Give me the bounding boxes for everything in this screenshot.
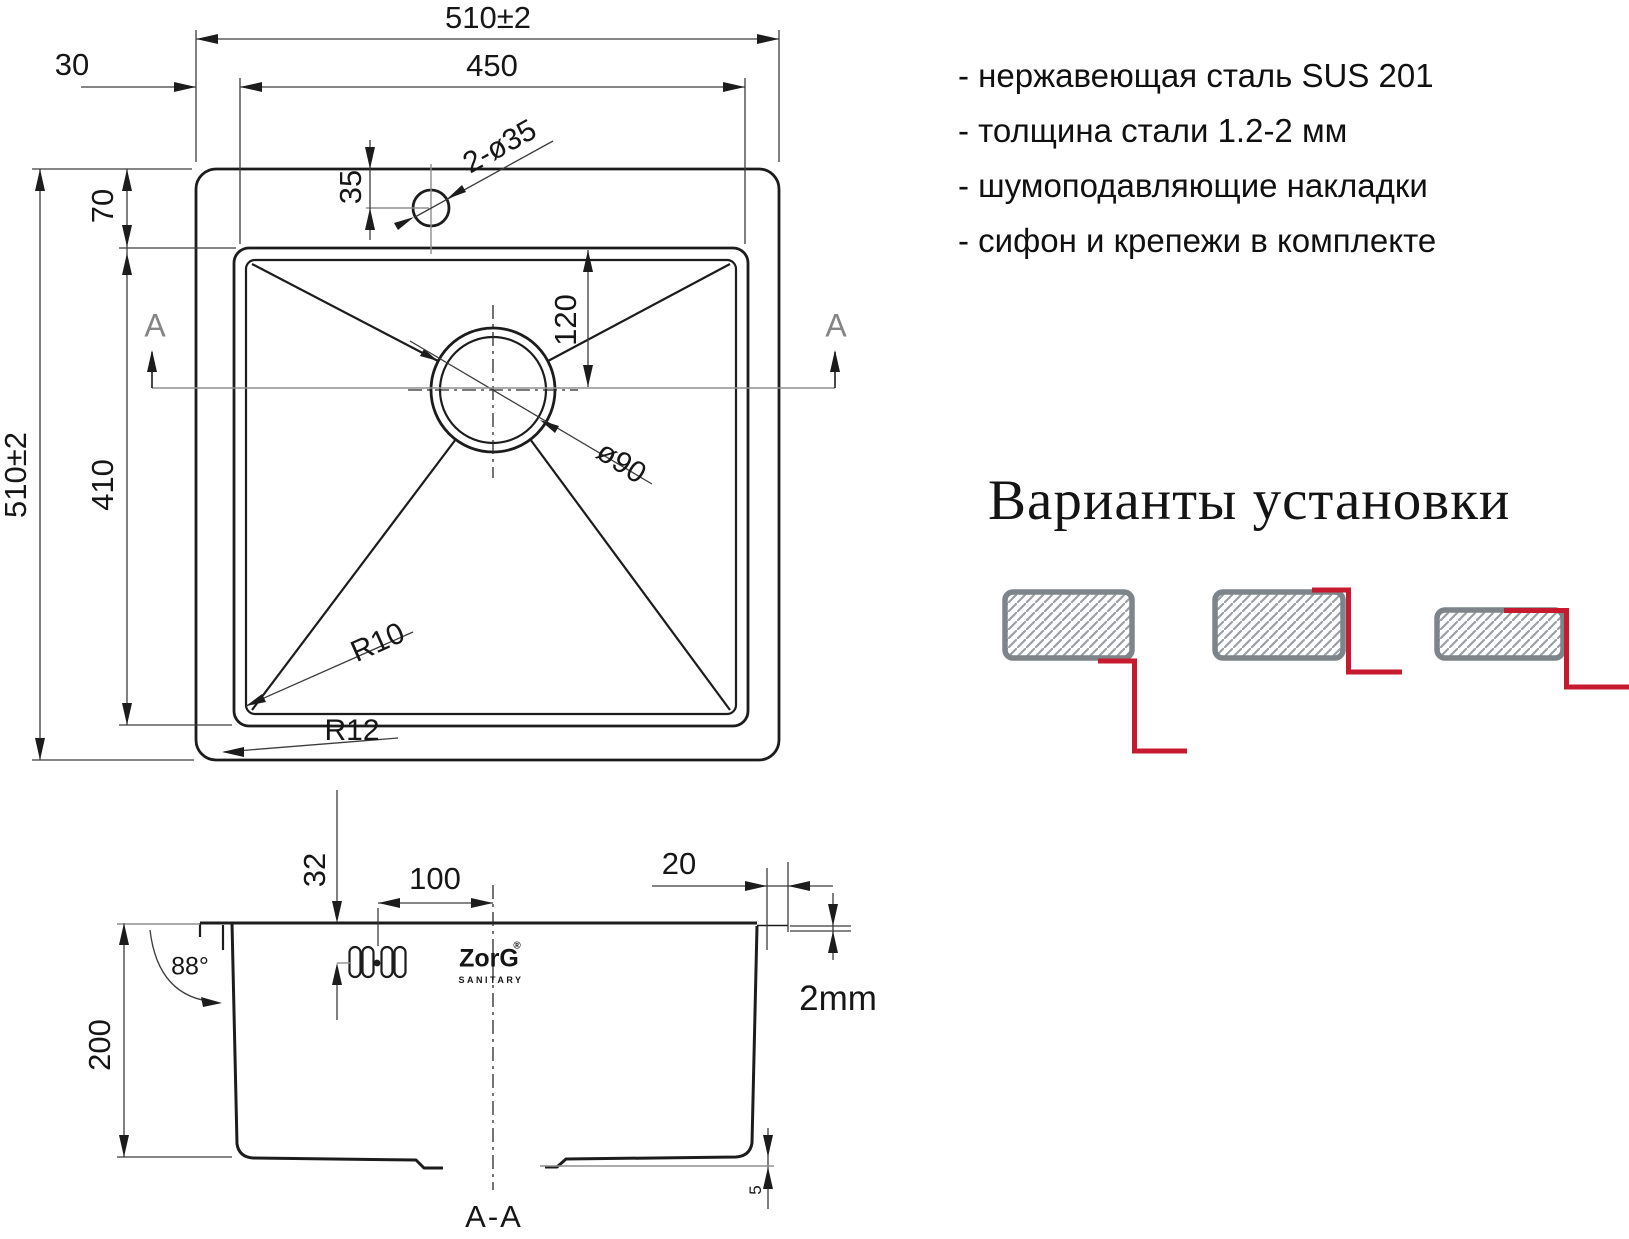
- install-diagrams: [1002, 587, 1629, 754]
- spec-item: - шумоподавляющие накладки: [958, 167, 1428, 204]
- sink-profile-line-1: [1098, 658, 1187, 754]
- spec-item: - нержавеющая сталь SUS 201: [958, 57, 1434, 94]
- countertop-block-3: [1434, 607, 1566, 661]
- dim-height-bowl: 410: [85, 459, 120, 511]
- section-arrows: [119, 881, 838, 1189]
- dim-faucet-offset: 35: [333, 169, 368, 205]
- dim-height-outer: 510±2: [0, 432, 33, 518]
- countertop-block-2: [1212, 589, 1346, 661]
- plan-arrows: [35, 34, 779, 760]
- plan-view: [32, 30, 840, 762]
- dim-overflow-drop: 32: [297, 852, 332, 888]
- dim-offset-left: 30: [54, 47, 90, 82]
- bowl-inner-outline: [244, 258, 738, 716]
- section-dimension-lines: [117, 790, 851, 1209]
- dim-step: 5: [746, 1185, 765, 1195]
- dim-overflow-offset: 100: [409, 861, 461, 896]
- section-marker-right: A: [825, 307, 847, 344]
- dim-flange: 20: [661, 846, 697, 881]
- radius-outer-label: R12: [324, 714, 380, 747]
- sink-outer-outline: [194, 167, 781, 762]
- bowl-crease-lines: [251, 263, 731, 711]
- section-view: [117, 790, 851, 1209]
- dim-width-bowl: 450: [466, 48, 518, 83]
- brand-logo-reg-icon: ®: [513, 940, 521, 952]
- section-left-wall: [230, 922, 443, 1170]
- install-options-title: Варианты установки: [988, 469, 1511, 532]
- wall-angle-label: 88°: [171, 952, 209, 981]
- section-label: A-A: [465, 1199, 523, 1234]
- dim-thickness: 2mm: [799, 979, 877, 1018]
- brand-logo-subtitle: SANITARY: [458, 975, 524, 985]
- bowl-outer-outline: [232, 246, 750, 728]
- section-cut-line: [147, 350, 840, 389]
- dim-depth: 200: [82, 1019, 117, 1071]
- countertop-block-1: [1002, 589, 1135, 661]
- spec-item: - толщина стали 1.2-2 мм: [958, 112, 1348, 149]
- sink-profile-line-3: [1504, 608, 1629, 690]
- brand-logo: ZorG: [459, 944, 519, 973]
- plan-dimension-lines: [32, 30, 780, 761]
- dim-offset-top: 70: [85, 188, 120, 224]
- spec-list: - нержавеющая сталь SUS 201 - толщина ст…: [958, 48, 1436, 268]
- section-marker-left: A: [144, 307, 166, 344]
- dim-drain-offset: 120: [548, 294, 583, 346]
- spec-item: - сифон и крепежи в комплекте: [958, 222, 1437, 259]
- section-right-wall: [545, 925, 759, 1169]
- dim-width-outer: 510±2: [445, 0, 531, 35]
- overflow-holes: [348, 945, 407, 979]
- sink-profile-line-2: [1312, 587, 1402, 675]
